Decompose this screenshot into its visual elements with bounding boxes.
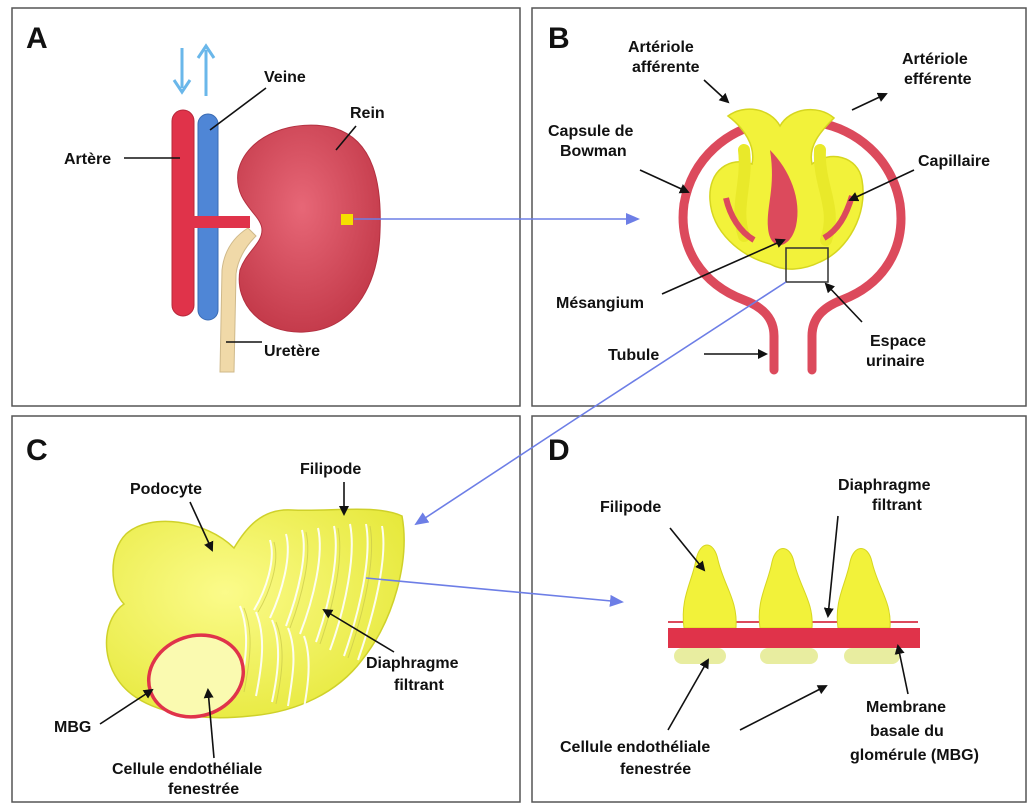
artery-shape <box>172 110 194 316</box>
label-capillaire: Capillaire <box>918 153 990 170</box>
label-espace-1: Espace <box>870 333 926 350</box>
label-filipode-d: Filipode <box>600 499 661 516</box>
label-capsule-1: Capsule de <box>548 123 633 140</box>
label-cellule-d-1: Cellule endothéliale <box>560 739 710 756</box>
label-arteriole-afferente-2: afférente <box>632 59 700 76</box>
panel-c-letter: C <box>26 434 48 467</box>
panel-b-letter: B <box>548 22 570 55</box>
label-diaphragme-d-1: Diaphragme <box>838 477 931 494</box>
filipode-2 <box>759 549 812 629</box>
label-diaphragme-c-2: filtrant <box>394 677 444 694</box>
label-uretere: Uretère <box>264 343 320 360</box>
label-podocyte: Podocyte <box>130 481 202 498</box>
gbm-band <box>668 628 920 648</box>
panel-d-letter: D <box>548 434 570 467</box>
pointer-filipode-d <box>670 528 704 570</box>
pointer-veine <box>210 88 266 130</box>
label-artere: Artère <box>64 151 111 168</box>
filipode-3 <box>837 549 890 629</box>
label-membrane-1: Membrane <box>866 699 946 716</box>
kidney-shape <box>238 125 381 332</box>
label-filipode-c: Filipode <box>300 461 361 478</box>
label-cellule-c-1: Cellule endothéliale <box>112 761 262 778</box>
endothelial-cell-3 <box>844 648 900 664</box>
pointer-cellule-d-1 <box>668 660 708 730</box>
label-cellule-d-2: fenestrée <box>620 761 691 778</box>
pointer-afferente <box>704 80 728 102</box>
label-arteriole-efferente-1: Artériole <box>902 51 968 68</box>
label-cellule-c-2: fenestrée <box>168 781 239 798</box>
endothelial-cell-1 <box>674 648 726 664</box>
pointer-efferente <box>852 94 886 110</box>
label-espace-2: urinaire <box>866 353 925 370</box>
glomerulus-marker <box>341 214 353 225</box>
label-capsule-2: Bowman <box>560 143 627 160</box>
label-membrane-3: glomérule (MBG) <box>850 747 979 764</box>
label-arteriole-efferente-2: efférente <box>904 71 972 88</box>
label-diaphragme-d-2: filtrant <box>872 497 922 514</box>
label-mbg: MBG <box>54 719 91 736</box>
pointer-diaphragme-d <box>828 516 838 616</box>
label-diaphragme-c-1: Diaphragme <box>366 655 459 672</box>
pointer-membrane <box>898 646 908 694</box>
renal-artery-branch <box>190 216 250 228</box>
pointer-capsule <box>640 170 688 192</box>
filipode-1 <box>683 545 736 628</box>
label-tubule: Tubule <box>608 347 659 364</box>
link-c-to-d <box>366 578 622 602</box>
label-membrane-2: basale du <box>870 723 944 740</box>
pointer-mbg <box>100 690 152 724</box>
endothelial-cell-2 <box>760 648 818 664</box>
pointer-cellule-d-2 <box>740 686 826 730</box>
capillary-loop-1 <box>740 150 744 236</box>
label-veine: Veine <box>264 69 306 86</box>
panel-a-letter: A <box>26 22 48 55</box>
label-arteriole-afferente-1: Artériole <box>628 39 694 56</box>
label-mesangium: Mésangium <box>556 295 644 312</box>
link-b-to-c <box>416 282 786 524</box>
label-rein: Rein <box>350 105 385 122</box>
